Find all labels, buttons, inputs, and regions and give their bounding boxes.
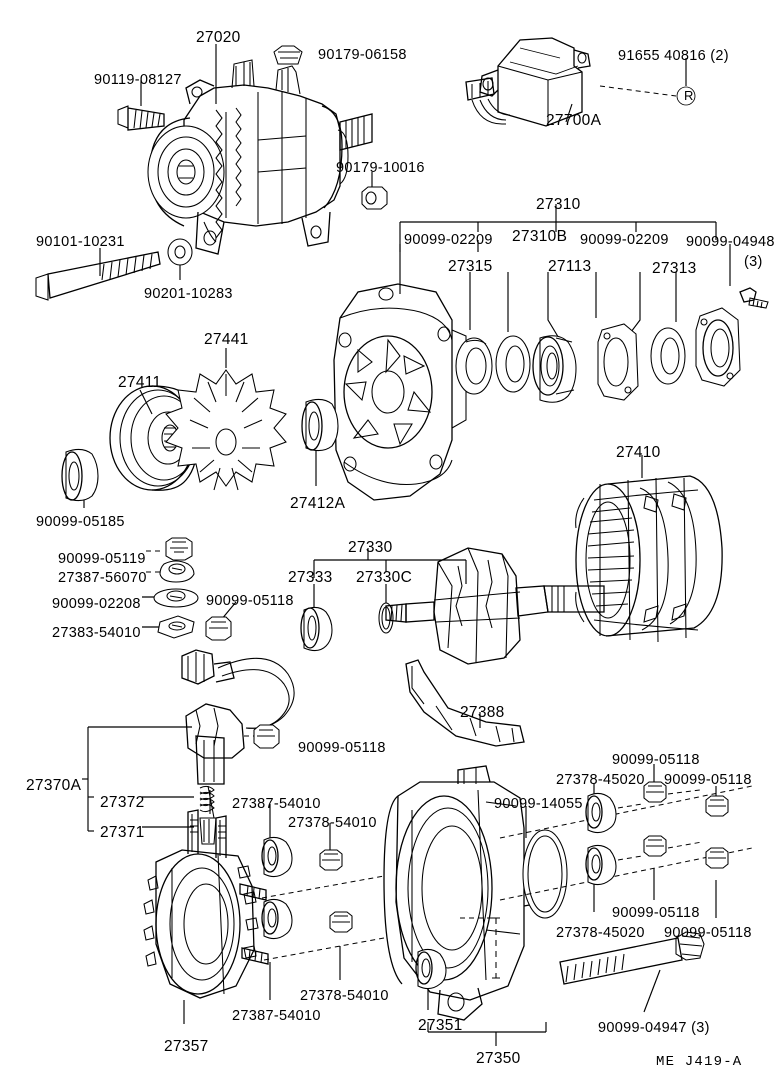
part-number-label: 90099-05118 bbox=[664, 925, 752, 941]
part-number-label: 91655 40816 (2) bbox=[618, 48, 729, 64]
part-number-label: R bbox=[684, 88, 694, 103]
part-number-label: 27372 bbox=[100, 794, 145, 811]
part-number-label: 27113 bbox=[548, 258, 592, 275]
pulley-fan-group bbox=[61, 348, 339, 508]
drive-end-frame-group bbox=[333, 204, 769, 501]
part-number-label: 27351 bbox=[418, 1017, 463, 1034]
part-number-label: 90099-05118 bbox=[206, 593, 294, 609]
part-number-label: 27330C bbox=[356, 569, 413, 586]
part-number-label: 27315 bbox=[448, 258, 493, 275]
part-number-label: 27378-54010 bbox=[300, 988, 389, 1004]
diagram-reference-code: ME J419-A bbox=[656, 1054, 743, 1070]
part-number-label: 27313 bbox=[652, 260, 697, 277]
part-number-label: 27383-54010 bbox=[52, 625, 141, 641]
part-number-label: 90099-14055 bbox=[494, 796, 583, 812]
part-number-label: 27387-56070 bbox=[58, 570, 147, 586]
part-number-label: 27388 bbox=[460, 704, 505, 721]
part-number-label: 27310B bbox=[512, 228, 568, 245]
part-number-label: 27371 bbox=[100, 824, 145, 841]
part-number-label: 90099-05119 bbox=[58, 551, 146, 567]
part-number-label: 27020 bbox=[196, 29, 241, 46]
part-number-label: 27370A bbox=[26, 777, 82, 794]
part-number-label: 27330 bbox=[348, 539, 393, 556]
bracket-27388 bbox=[405, 659, 525, 747]
part-number-label: 90119-08127 bbox=[94, 72, 182, 88]
part-number-label: 90101-10231 bbox=[36, 234, 125, 250]
part-number-label: 27410 bbox=[616, 444, 661, 461]
part-number-label: 27411 bbox=[118, 374, 162, 391]
part-number-label: 27387-54010 bbox=[232, 1008, 321, 1024]
part-number-label: 90099-02209 bbox=[580, 232, 669, 248]
part-number-label: 90099-05118 bbox=[612, 905, 700, 921]
rectifier-holder-group bbox=[143, 804, 385, 1024]
part-number-label: 27700A bbox=[546, 112, 602, 129]
part-number-label: 27378-54010 bbox=[288, 815, 377, 831]
part-number-label: 90179-10016 bbox=[336, 160, 425, 176]
small-hardware-column bbox=[142, 537, 237, 641]
part-number-label: 90179-06158 bbox=[318, 47, 407, 63]
alternator-assembly-drawing bbox=[35, 44, 388, 301]
part-number-label: 90099-05118 bbox=[612, 752, 700, 768]
part-number-label: 27357 bbox=[164, 1038, 209, 1055]
part-number-label: 27333 bbox=[288, 569, 333, 586]
part-number-label: 90201-10283 bbox=[144, 286, 233, 302]
part-number-label: 27378-45020 bbox=[556, 925, 645, 941]
part-number-label: 27310 bbox=[536, 196, 581, 213]
part-number-label: 90099-05118 bbox=[298, 740, 386, 756]
part-number-label: 90099-05118 bbox=[664, 772, 752, 788]
part-number-label: 27350 bbox=[476, 1050, 521, 1067]
brush-holder-group bbox=[82, 649, 295, 845]
part-number-label: (3) bbox=[744, 254, 763, 270]
rotor-stator-group bbox=[300, 455, 723, 665]
part-number-label: 90099-04947 (3) bbox=[598, 1020, 710, 1036]
regulator-drawing bbox=[465, 37, 696, 127]
rear-end-frame-group bbox=[383, 764, 753, 1046]
part-number-label: 27441 bbox=[204, 331, 249, 348]
part-number-label: 90099-02209 bbox=[404, 232, 493, 248]
part-number-label: 90099-05185 bbox=[36, 514, 125, 530]
part-number-label: 27412A bbox=[290, 495, 346, 512]
part-number-label: 27378-45020 bbox=[556, 772, 645, 788]
part-number-label: 90099-02208 bbox=[52, 596, 141, 612]
part-number-label: 90099-04948 bbox=[686, 234, 775, 250]
part-number-label: 27387-54010 bbox=[232, 796, 321, 812]
